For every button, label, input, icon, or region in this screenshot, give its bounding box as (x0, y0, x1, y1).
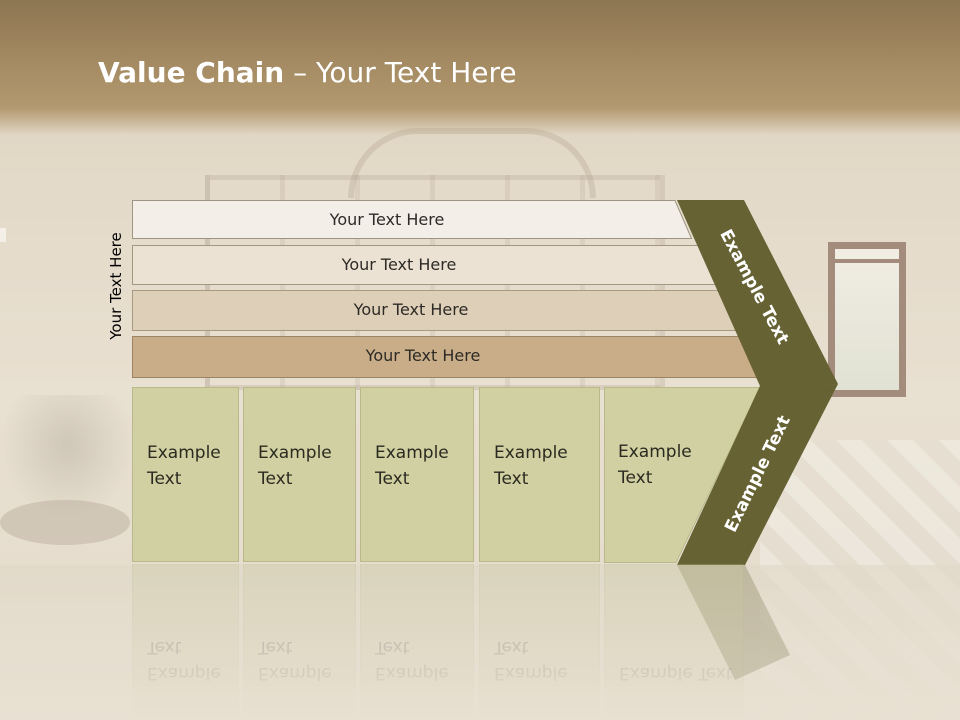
box-line-1: Example (618, 442, 692, 462)
bar-row-4[interactable]: Your Text Here (132, 336, 764, 378)
box-line-2: Text (258, 469, 293, 489)
bar-row-1[interactable]: Your Text Here (132, 200, 692, 239)
reflection: Example Text Example Text Example Text E… (0, 564, 960, 720)
bar-label: Your Text Here (353, 300, 469, 319)
example-box-4[interactable]: Example Text (479, 387, 600, 562)
sofa (0, 395, 135, 520)
wall-switch (0, 228, 6, 242)
title-bold: Value Chain (98, 56, 285, 89)
box-line-2: Text (494, 469, 529, 489)
box-line-1: Example (258, 443, 332, 463)
header-band (0, 0, 960, 135)
example-box-5[interactable]: Example Text (604, 387, 744, 562)
box-line-1: Example (147, 443, 221, 463)
box-line-2: Text (618, 468, 653, 488)
reflection-fade (0, 564, 960, 720)
bar-row-2[interactable]: Your Text Here (132, 245, 716, 285)
bar-label: Your Text Here (341, 255, 457, 274)
box-line-1: Example (494, 443, 568, 463)
side-table (0, 500, 130, 545)
vertical-label-text: Your Text Here (107, 232, 125, 340)
example-box-1[interactable]: Example Text (132, 387, 239, 562)
example-box-3[interactable]: Example Text (360, 387, 474, 562)
example-box-2[interactable]: Example Text (243, 387, 356, 562)
title-rest: – Your Text Here (284, 56, 517, 89)
bar-label: Your Text Here (365, 346, 481, 365)
box-line-2: Text (147, 469, 182, 489)
bar-row-3[interactable]: Your Text Here (132, 290, 740, 331)
slide-title: Value Chain – Your Text Here (98, 56, 517, 96)
bar-label: Your Text Here (329, 210, 445, 229)
box-line-2: Text (375, 469, 410, 489)
carpet (0, 565, 960, 720)
box-line-1: Example (375, 443, 449, 463)
